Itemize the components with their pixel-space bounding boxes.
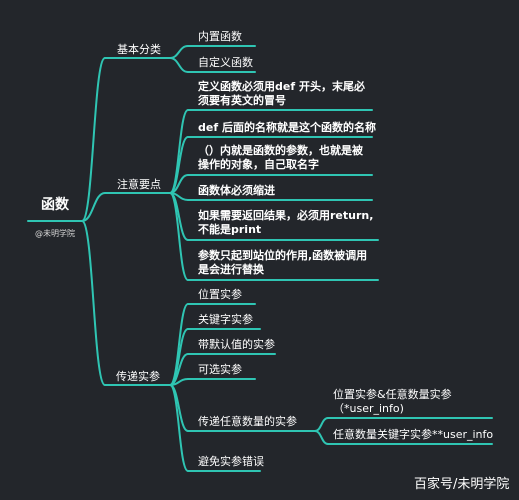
connector-arbitrary-child-0 xyxy=(314,417,329,432)
node-def-prefix-rule: 定义函数必须用def 开头，末尾必须要有英文的冒号 xyxy=(198,80,365,107)
watermark: 百家号/未明学院 xyxy=(414,477,510,492)
node-optional-args: 可选实参 xyxy=(198,363,242,376)
node-builtin-functions: 内置函数 xyxy=(198,30,242,43)
connector-root-args xyxy=(81,220,106,386)
node-indent-rule: 函数体必须缩进 xyxy=(198,184,275,197)
connector-basic-child-0 xyxy=(169,45,189,59)
node-default-args: 带默认值的实参 xyxy=(198,338,275,351)
node-return-rule: 如果需要返回结果，必须用return,不能是print xyxy=(198,209,374,236)
node-arbitrary-keyword-args: 任意数量关键字实参**user_info xyxy=(333,428,494,441)
branch-label-key-points: 注意要点 xyxy=(117,178,161,191)
node-def-name-rule: def 后面的名称就是这个函数的名称 xyxy=(198,121,376,134)
connector-points-child-5 xyxy=(169,192,189,281)
node-arbitrary-args: 传递任意数量的实参 xyxy=(198,415,297,428)
node-custom-functions: 自定义函数 xyxy=(198,56,253,69)
connector-root-basic xyxy=(81,57,106,222)
root-node-author: @未明学院 xyxy=(35,229,75,238)
root-node-title: 函数 xyxy=(41,197,69,213)
node-placeholder-rule: 参数只起到站位的作用,函数被调用是会进行替换 xyxy=(198,249,368,276)
branch-label-passing-arguments: 传递实参 xyxy=(116,370,160,383)
node-keyword-args: 关键字实参 xyxy=(198,313,253,326)
connector-points-child-0 xyxy=(169,109,189,194)
node-positional-and-arbitrary: 位置实参&任意数量实参（*user_info) xyxy=(333,388,452,415)
connector-basic-child-1 xyxy=(169,57,189,73)
connector-root-points xyxy=(81,192,106,222)
connector-arbitrary-child-1 xyxy=(314,430,329,445)
node-avoid-arg-errors: 避免实参错误 xyxy=(198,455,264,468)
branch-label-basic-classification: 基本分类 xyxy=(117,43,161,56)
node-positional-args: 位置实参 xyxy=(198,288,242,301)
connector-args-child-5 xyxy=(169,384,189,472)
node-parameters-rule: （）内就是函数的参数，也就是被操作的对象，自己取名字 xyxy=(198,144,363,171)
